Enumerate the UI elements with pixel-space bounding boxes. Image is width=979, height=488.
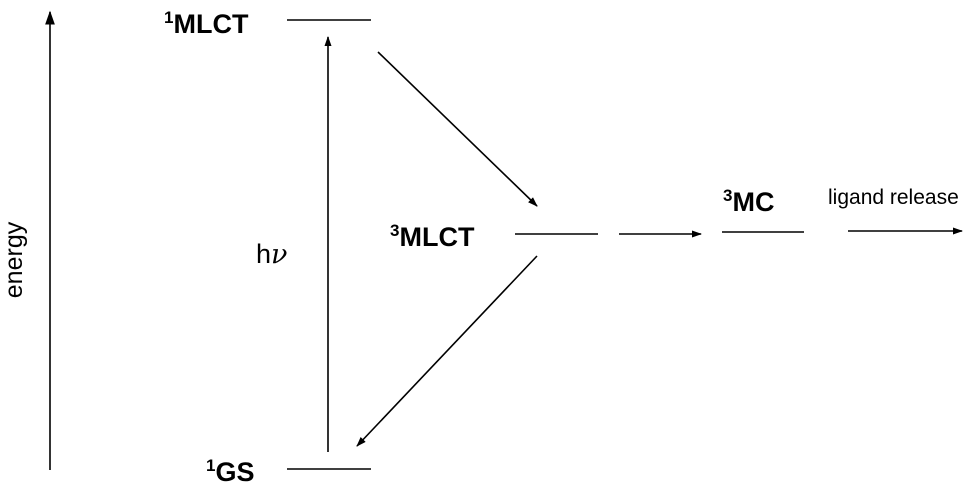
relaxation-arrow <box>356 255 538 447</box>
label-1mlct-sup: 1 <box>164 8 173 27</box>
label-3mlct-sup: 3 <box>390 221 399 240</box>
hv-label-h: h <box>256 239 271 269</box>
label-3mc: 3MC <box>723 186 774 217</box>
label-3mlct-name: MLCT <box>399 222 474 252</box>
label-1gs: 1GS <box>206 456 254 487</box>
ligand-release-label: ligand release <box>828 186 959 209</box>
label-1mlct: 1MLCT <box>164 8 249 39</box>
label-1gs-name: GS <box>215 457 254 487</box>
label-3mlct: 3MLCT <box>390 221 475 252</box>
label-1mlct-name: MLCT <box>173 9 248 39</box>
isc-arrow <box>377 51 538 207</box>
label-3mc-sup: 3 <box>723 186 732 205</box>
label-1gs-sup: 1 <box>206 456 215 475</box>
label-3mc-name: MC <box>732 187 774 217</box>
hv-label: hν <box>256 239 287 270</box>
energy-axis-label: energy <box>0 221 28 298</box>
hv-label-nu: ν <box>271 239 287 270</box>
